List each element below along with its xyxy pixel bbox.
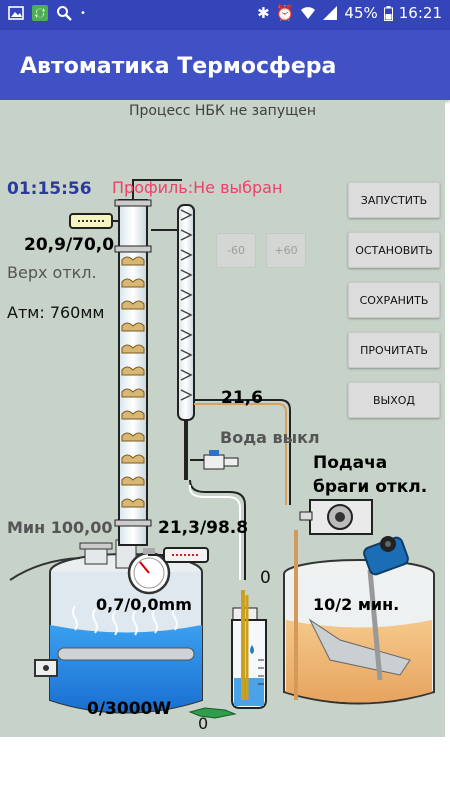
process-canvas: Процесс НБК не запущен 01:15:56 Профиль:… — [0, 100, 445, 737]
battery-icon — [383, 5, 393, 21]
column-disc — [121, 256, 145, 266]
profile-label[interactable]: Профиль:Не выбран — [112, 178, 283, 197]
feed-rate: 10/2 мин. — [313, 595, 400, 614]
drain-value: 0 — [198, 714, 209, 733]
collector — [231, 590, 267, 709]
bottom-thermometer — [148, 547, 209, 563]
column — [114, 179, 182, 546]
column-disc — [121, 388, 145, 398]
column-disc — [121, 454, 145, 464]
atm-pressure: Атм: 760мм — [7, 303, 105, 322]
drain-valve — [188, 707, 237, 719]
feed-label-1: Подача — [313, 453, 388, 473]
column-disc — [121, 322, 145, 332]
min-power: Мин 100,00 — [7, 518, 113, 537]
top-state: Верх откл. — [7, 263, 97, 282]
column-disc — [121, 300, 145, 310]
steam-waves — [72, 605, 178, 636]
column-disc — [121, 432, 145, 442]
wifi-icon — [301, 7, 316, 19]
exit-button[interactable]: ВЫХОД — [348, 382, 440, 418]
feed-pump — [299, 499, 373, 535]
start-button[interactable]: ЗАПУСТИТЬ — [348, 182, 440, 218]
plus-60-button[interactable]: +60 — [266, 233, 306, 268]
column-disc — [121, 278, 145, 288]
water-valve — [190, 450, 239, 470]
status-bar: • ✱ ⏰ 45% 16:21 — [0, 0, 450, 30]
app-title: Автоматика Термосфера — [20, 54, 337, 79]
column-discs — [121, 256, 145, 508]
distillation-scheme — [9, 179, 435, 719]
dot-notification-icon: • — [80, 7, 86, 19]
boiler — [9, 553, 203, 714]
search-notification-icon — [57, 6, 72, 21]
top-temperature: 20,9/70,0 — [24, 235, 115, 255]
clock: 16:21 — [398, 4, 442, 22]
read-button[interactable]: ПРОЧИТАТЬ — [348, 332, 440, 368]
save-button[interactable]: СОХРАНИТЬ — [348, 282, 440, 318]
mash-tank — [283, 530, 435, 705]
app-bar: Автоматика Термосфера — [0, 30, 450, 100]
bluetooth-icon: ✱ — [257, 4, 270, 22]
column-disc — [121, 476, 145, 486]
column-disc — [121, 366, 145, 376]
sync-notification-icon — [32, 5, 48, 21]
stop-button[interactable]: ОСТАНОВИТЬ — [348, 232, 440, 268]
column-disc — [121, 410, 145, 420]
top-thermometer — [69, 213, 119, 229]
process-timer: 01:15:56 — [7, 179, 92, 199]
process-status: Процесс НБК не запущен — [128, 103, 317, 119]
cooler-temperature: 21,6 — [221, 388, 263, 408]
water-state: Вода выкл — [220, 428, 320, 447]
boiler-pressure: 0,7/0,0mm — [96, 595, 192, 614]
battery-percent: 45% — [344, 4, 378, 22]
alarm-icon: ⏰ — [275, 4, 295, 22]
minus-60-button[interactable]: -60 — [216, 233, 256, 268]
condenser — [177, 204, 291, 580]
bottom-temperature: 21,3/98.8 — [158, 518, 249, 538]
boiler-head — [79, 539, 137, 569]
column-disc — [121, 344, 145, 354]
heater-power: 0/3000W — [87, 699, 172, 719]
column-disc — [121, 498, 145, 508]
manometer — [127, 548, 171, 595]
collector-level: 0 — [260, 568, 271, 588]
gallery-notification-icon — [8, 6, 24, 20]
signal-icon — [323, 6, 338, 20]
feed-label-2: браги откл. — [313, 477, 428, 497]
stirrer-motor — [363, 536, 409, 576]
